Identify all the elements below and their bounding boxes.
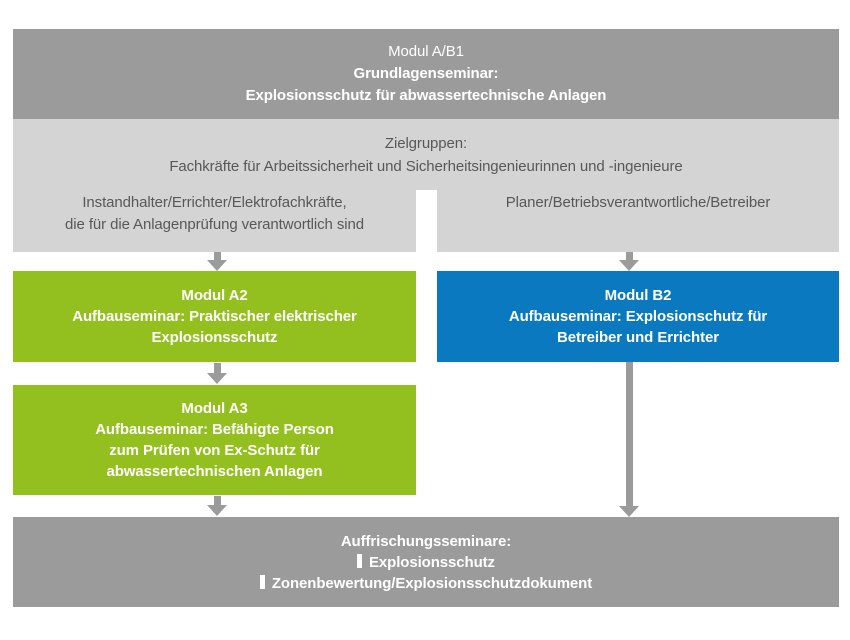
module-a2-box: Modul A2 Aufbauseminar: Praktischer elek…: [13, 271, 416, 362]
module-a3-topic-line2: abwassertechnischen Anlagen: [106, 463, 323, 480]
module-a3-box: Modul A3 Aufbauseminar: Befähigte Person…: [13, 385, 416, 495]
refresher-item: Explosionsschutz: [357, 552, 495, 573]
module-a3-topic-line1: zum Prüfen von Ex-Schutz für: [109, 442, 320, 459]
refresher-seminars-box: Auffrischungsseminare: Explosionsschutz …: [13, 517, 839, 607]
target-groups-subheading: Fachkräfte für Arbeitssicherheit und Sic…: [169, 158, 683, 175]
module-ab1-subtitle: Grundlagenseminar:: [353, 65, 499, 82]
module-b2-box: Modul B2 Aufbauseminar: Explosionschutz …: [437, 271, 839, 362]
module-b2-title: Modul B2: [604, 287, 672, 304]
module-a2-title: Modul A2: [181, 287, 248, 304]
bullet-bar-icon: [357, 553, 363, 568]
arrow-targets-to-a2-icon: [207, 252, 227, 271]
arrow-targets-to-b2-icon: [619, 252, 639, 271]
target-groups-columns: Instandhalter/Errichter/Elektrofachkräft…: [13, 190, 839, 252]
bullet-bar-icon: [259, 574, 265, 589]
arrow-b2-to-refresher-icon: [619, 362, 639, 517]
arrow-a2-to-a3-icon: [207, 363, 227, 384]
refresher-item: Zonenbewertung/Explosionsschutzdokument: [259, 573, 593, 594]
column-divider: [416, 190, 437, 252]
module-ab1-topic: Explosionsschutz für abwassertechnische …: [245, 87, 607, 104]
module-a3-subtitle: Aufbauseminar: Befähigte Person: [95, 421, 334, 438]
module-b2-subtitle: Aufbauseminar: Explosionschutz für: [508, 308, 768, 325]
target-group-left: Instandhalter/Errichter/Elektrofachkräft…: [13, 190, 416, 252]
target-groups-heading: Zielgruppen:: [384, 135, 468, 152]
module-a2-topic: Explosionsschutz: [151, 329, 278, 346]
refresher-item-label: Explosionsschutz: [369, 553, 495, 571]
module-b2-topic: Betreiber und Errichter: [557, 329, 719, 346]
target-groups-header: Zielgruppen: Fachkräfte für Arbeitssiche…: [13, 119, 839, 190]
target-group-left-line1: Instandhalter/Errichter/Elektrofachkräft…: [82, 194, 347, 211]
module-ab1-box: Modul A/B1 Grundlagenseminar: Explosions…: [13, 29, 839, 119]
module-ab1-title: Modul A/B1: [388, 43, 464, 60]
target-group-right-line1: Planer/Betriebsverantwortliche/Betreiber: [505, 194, 771, 211]
target-groups-section: Zielgruppen: Fachkräfte für Arbeitssiche…: [13, 119, 839, 252]
module-a3-title: Modul A3: [181, 400, 248, 417]
target-group-right: Planer/Betriebsverantwortliche/Betreiber: [437, 190, 839, 252]
target-group-left-line2: die für die Anlagenprüfung verantwortlic…: [65, 216, 364, 233]
refresher-item-label: Zonenbewertung/Explosionsschutzdokument: [271, 574, 593, 592]
module-a2-subtitle: Aufbauseminar: Praktischer elektrischer: [72, 308, 357, 325]
arrow-a3-to-refresher-icon: [207, 496, 227, 516]
refresher-heading: Auffrischungsseminare:: [340, 532, 512, 550]
